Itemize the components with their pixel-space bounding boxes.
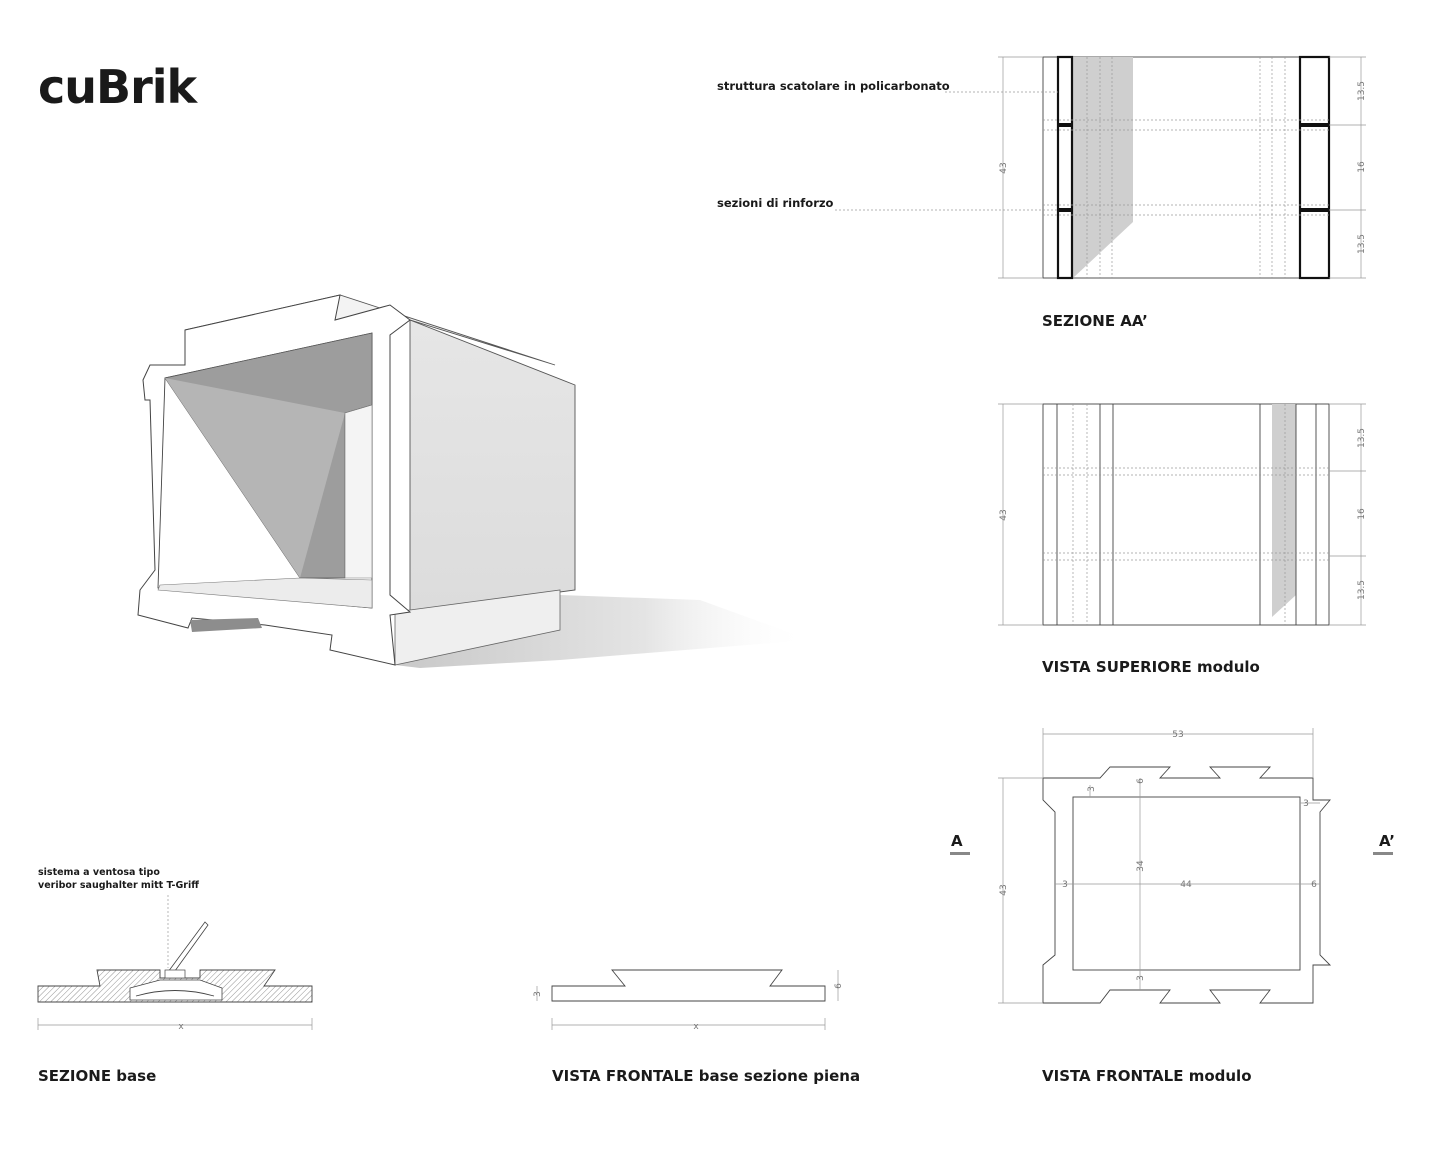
dim-aa-top: 13.5 bbox=[1357, 81, 1367, 101]
dim-aa-bottom: 13.5 bbox=[1357, 234, 1367, 254]
logo-text: cuBrik bbox=[38, 60, 199, 114]
dim-sup-bottom: 13.5 bbox=[1357, 580, 1367, 600]
caption-sezione-aa: SEZIONE AA’ bbox=[1042, 312, 1148, 330]
vista-superiore-drawing bbox=[998, 403, 1366, 626]
vista-frontale-base-drawing bbox=[536, 969, 839, 1030]
dim-front-right-top: 3 bbox=[1303, 799, 1309, 809]
vista-frontale-modulo-drawing bbox=[950, 728, 1393, 1004]
section-marker-a-prime: A’ bbox=[1379, 832, 1395, 850]
sezione-aa-drawing bbox=[835, 55, 1366, 280]
sezione-base-drawing bbox=[37, 895, 313, 1030]
ground-shadow bbox=[395, 595, 810, 668]
caption-sezione-base: SEZIONE base bbox=[38, 1067, 156, 1085]
dim-base-front-left: 3 bbox=[533, 991, 543, 997]
perspective-module-illustration bbox=[137, 294, 810, 668]
caption-vista-superiore: VISTA SUPERIORE modulo bbox=[1042, 658, 1260, 676]
inner-shadow-light bbox=[165, 378, 345, 578]
dim-base-front-right: 6 bbox=[834, 983, 844, 989]
dim-front-width: 53 bbox=[1172, 730, 1183, 740]
dim-aa-mid: 16 bbox=[1357, 161, 1367, 173]
dim-front-left: 3 bbox=[1062, 880, 1068, 890]
dim-front-bottom: 3 bbox=[1136, 975, 1146, 981]
dim-sup-height: 43 bbox=[999, 509, 1009, 520]
dim-front-inner-height: 34 bbox=[1136, 860, 1146, 872]
dim-aa-height: 43 bbox=[999, 162, 1009, 173]
dim-front-right: 6 bbox=[1311, 880, 1317, 890]
dim-base-front-x: x bbox=[693, 1022, 699, 1032]
dim-front-inner-width: 44 bbox=[1180, 880, 1192, 890]
dim-sup-top: 13.5 bbox=[1357, 428, 1367, 448]
side-face bbox=[409, 319, 576, 613]
dim-sup-mid: 16 bbox=[1357, 508, 1367, 520]
inner-back-light bbox=[344, 404, 373, 579]
dim-front-top-gap: 6 bbox=[1136, 778, 1146, 784]
section-marker-a: A bbox=[951, 832, 963, 850]
dim-front-top-inner: 3 bbox=[1087, 786, 1097, 792]
caption-vista-frontale-modulo: VISTA FRONTALE modulo bbox=[1042, 1067, 1252, 1085]
annotation-sezioni: sezioni di rinforzo bbox=[717, 196, 834, 210]
annotation-ventosa-line2: veribor saughalter mitt T-Griff bbox=[38, 880, 199, 891]
dim-front-height: 43 bbox=[999, 884, 1009, 895]
annotation-ventosa-line1: sistema a ventosa tipo bbox=[38, 867, 160, 878]
caption-vista-frontale-base: VISTA FRONTALE base sezione piena bbox=[552, 1067, 860, 1085]
side-base bbox=[394, 589, 561, 666]
annotation-struttura: struttura scatolare in policarbonato bbox=[717, 79, 950, 93]
dim-base-x: x bbox=[178, 1022, 184, 1032]
inner-floor bbox=[157, 577, 373, 609]
foot-shadow bbox=[190, 618, 262, 632]
